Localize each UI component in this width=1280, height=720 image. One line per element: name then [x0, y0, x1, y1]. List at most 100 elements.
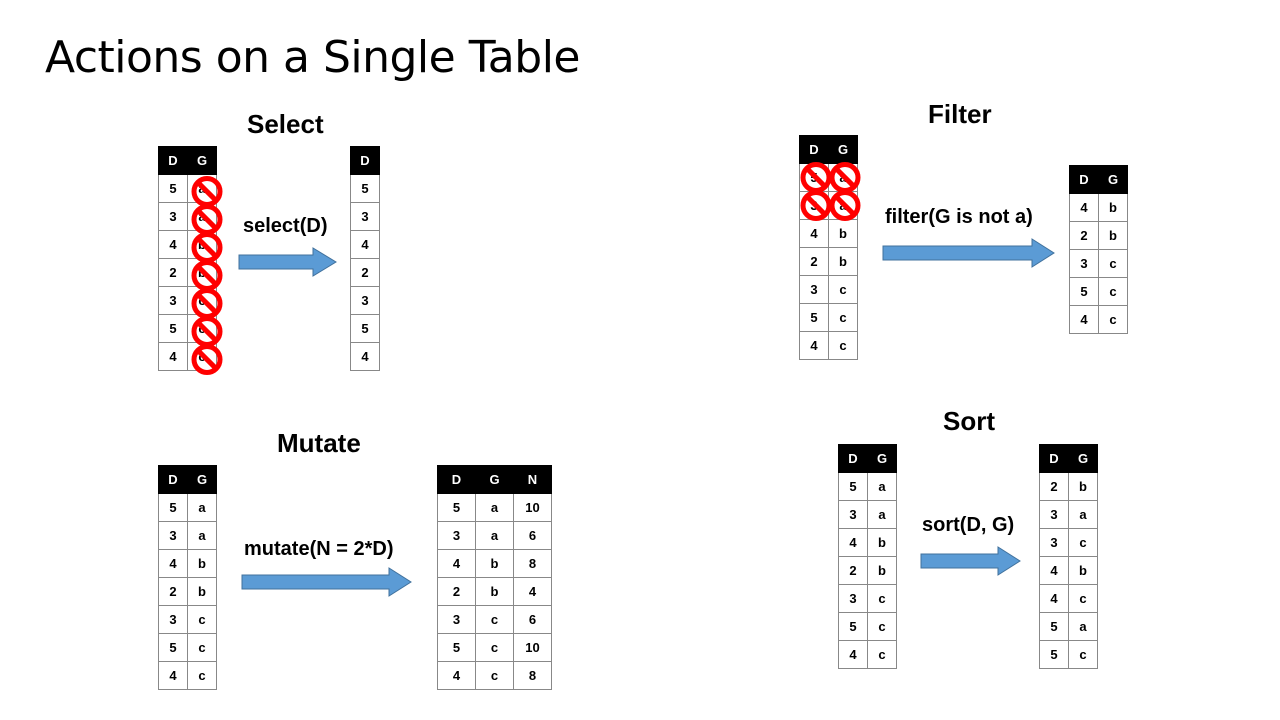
- table-cell: 4: [838, 640, 868, 669]
- table-cell: 3: [1039, 528, 1069, 557]
- table-cell: c: [1068, 584, 1098, 613]
- table-cell: a: [867, 500, 897, 529]
- filter-title: Filter: [928, 99, 992, 129]
- table-cell: 3: [1069, 249, 1099, 278]
- select-title: Select: [247, 109, 324, 139]
- table-cell: a: [475, 493, 514, 522]
- sort-title: Sort: [943, 406, 995, 436]
- table-cell: b: [475, 549, 514, 578]
- table-cell: c: [828, 303, 858, 332]
- table-cell: 6: [513, 605, 552, 634]
- table-cell: b: [828, 219, 858, 248]
- table-cell: a: [867, 472, 897, 501]
- table-cell: 2: [1039, 472, 1069, 501]
- table-cell: c: [187, 342, 217, 371]
- table-cell: c: [187, 661, 217, 690]
- mutate-op-label: mutate(N = 2*D): [244, 538, 394, 560]
- table-cell: 10: [513, 493, 552, 522]
- right-arrow-icon: [241, 567, 412, 597]
- table-cell: b: [475, 577, 514, 606]
- table-cell: 8: [513, 549, 552, 578]
- column-header: D: [1069, 165, 1099, 194]
- table-cell: b: [187, 230, 217, 259]
- table-cell: 5: [437, 633, 476, 662]
- right-arrow-icon: [238, 247, 337, 277]
- column-header: G: [187, 146, 217, 175]
- table-cell: 2: [158, 577, 188, 606]
- table-cell: 4: [350, 230, 380, 259]
- table-cell: c: [1068, 528, 1098, 557]
- column-header: D: [350, 146, 380, 175]
- table-cell: 4: [838, 528, 868, 557]
- table-cell: 4: [1069, 305, 1099, 334]
- table-cell: 5: [1039, 612, 1069, 641]
- table-cell: 5: [158, 314, 188, 343]
- table-cell: 3: [799, 191, 829, 220]
- filter-op-label: filter(G is not a): [885, 206, 1033, 228]
- table-cell: 5: [799, 163, 829, 192]
- table-cell: 2: [158, 258, 188, 287]
- table-cell: c: [867, 612, 897, 641]
- table-cell: 3: [158, 202, 188, 231]
- table-cell: 2: [437, 577, 476, 606]
- table-cell: 2: [350, 258, 380, 287]
- table-cell: c: [187, 314, 217, 343]
- table-cell: 4: [799, 219, 829, 248]
- table-cell: 5: [158, 174, 188, 203]
- table-cell: a: [828, 163, 858, 192]
- column-header: D: [799, 135, 829, 164]
- column-header: G: [187, 465, 217, 494]
- table-cell: c: [828, 275, 858, 304]
- column-header: G: [828, 135, 858, 164]
- table-cell: 3: [158, 605, 188, 634]
- table-cell: 8: [513, 661, 552, 690]
- table-cell: 2: [799, 247, 829, 276]
- table-cell: b: [1068, 472, 1098, 501]
- table-cell: 5: [437, 493, 476, 522]
- table-cell: 4: [1039, 556, 1069, 585]
- table-cell: 3: [158, 286, 188, 315]
- table-cell: a: [187, 521, 217, 550]
- table-cell: a: [475, 521, 514, 550]
- table-cell: c: [867, 640, 897, 669]
- mutate-title: Mutate: [277, 428, 361, 458]
- table-cell: c: [475, 605, 514, 634]
- column-header: D: [1039, 444, 1069, 473]
- table-cell: c: [1098, 249, 1128, 278]
- table-cell: c: [187, 605, 217, 634]
- table-cell: 4: [799, 331, 829, 360]
